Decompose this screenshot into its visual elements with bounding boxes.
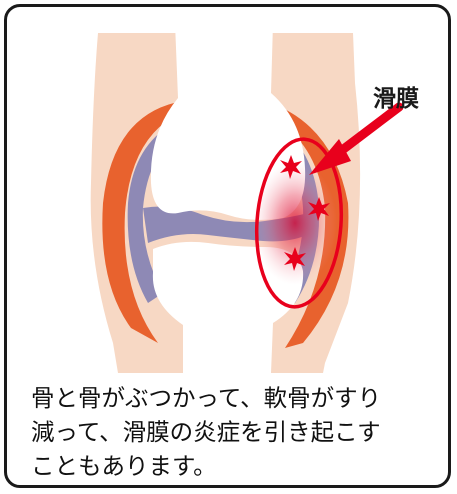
caption-line-1: 骨と骨がぶつかって、軟骨がすり [31,381,441,415]
caption-line-2: 減って、滑膜の炎症を引き起こす [31,415,441,449]
caption-line-3: こともあります。 [31,449,441,483]
caption: 骨と骨がぶつかって、軟骨がすり 減って、滑膜の炎症を引き起こす こともあります。 [31,381,441,483]
synovium-label: 滑膜 [373,79,419,113]
diagram-frame: 滑膜 骨と骨がぶつかって、軟骨がすり 減って、滑膜の炎症を引き起こす こともあり… [4,4,451,488]
